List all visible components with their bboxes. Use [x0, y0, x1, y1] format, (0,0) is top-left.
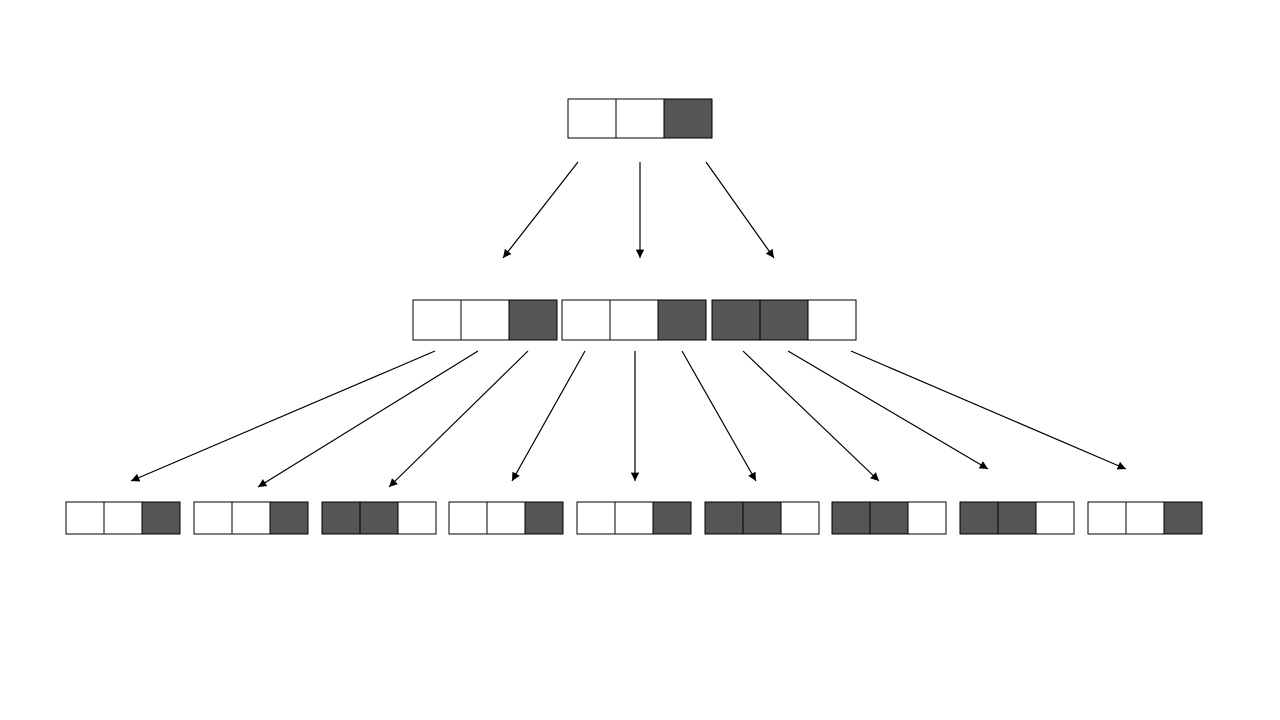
arrows-group: [130, 161, 1127, 488]
filled-cell: [1163, 501, 1203, 535]
empty-cell: [460, 299, 510, 341]
empty-cell: [412, 299, 462, 341]
empty-cell: [65, 501, 105, 535]
arrow-0: [502, 161, 579, 259]
filled-cell: [321, 501, 361, 535]
arrow-9: [742, 350, 880, 482]
block-level2-0: [65, 501, 181, 535]
filled-cell: [704, 501, 744, 535]
block-level2-1: [193, 501, 309, 535]
arrow-4: [257, 350, 479, 488]
filled-cell: [524, 501, 564, 535]
block-level0-0: [567, 98, 713, 139]
arrow-10: [787, 350, 989, 470]
filled-cell: [759, 299, 809, 341]
empty-cell: [486, 501, 526, 535]
filled-cell: [359, 501, 399, 535]
filled-cell: [663, 98, 713, 139]
arrow-3: [130, 350, 436, 482]
block-level2-5: [704, 501, 820, 535]
filled-cell: [869, 501, 909, 535]
empty-cell: [1087, 501, 1127, 535]
empty-cell: [561, 299, 611, 341]
empty-cell: [231, 501, 271, 535]
blocks-group: [65, 98, 1203, 535]
block-level2-8: [1087, 501, 1203, 535]
filled-cell: [269, 501, 309, 535]
arrow-8: [681, 350, 757, 482]
arrow-6: [511, 350, 586, 482]
empty-cell: [615, 98, 665, 139]
filled-cell: [508, 299, 558, 341]
filled-cell: [742, 501, 782, 535]
filled-cell: [831, 501, 871, 535]
block-level1-1: [561, 299, 707, 341]
filled-cell: [997, 501, 1037, 535]
empty-cell: [567, 98, 617, 139]
block-level1-0: [412, 299, 558, 341]
empty-cell: [780, 501, 820, 535]
block-level1-2: [711, 299, 857, 341]
arrow-5: [388, 350, 529, 488]
empty-cell: [103, 501, 143, 535]
filled-cell: [652, 501, 692, 535]
filled-cell: [141, 501, 181, 535]
empty-cell: [576, 501, 616, 535]
block-level2-4: [576, 501, 692, 535]
filled-cell: [657, 299, 707, 341]
block-level2-3: [448, 501, 564, 535]
empty-cell: [609, 299, 659, 341]
empty-cell: [614, 501, 654, 535]
empty-cell: [907, 501, 947, 535]
empty-cell: [397, 501, 437, 535]
block-level2-6: [831, 501, 947, 535]
empty-cell: [807, 299, 857, 341]
filled-cell: [711, 299, 761, 341]
filled-cell: [959, 501, 999, 535]
block-level2-2: [321, 501, 437, 535]
empty-cell: [1125, 501, 1165, 535]
empty-cell: [1035, 501, 1075, 535]
arrow-2: [705, 161, 775, 259]
empty-cell: [193, 501, 233, 535]
block-level2-7: [959, 501, 1075, 535]
arrow-11: [850, 350, 1127, 470]
empty-cell: [448, 501, 488, 535]
